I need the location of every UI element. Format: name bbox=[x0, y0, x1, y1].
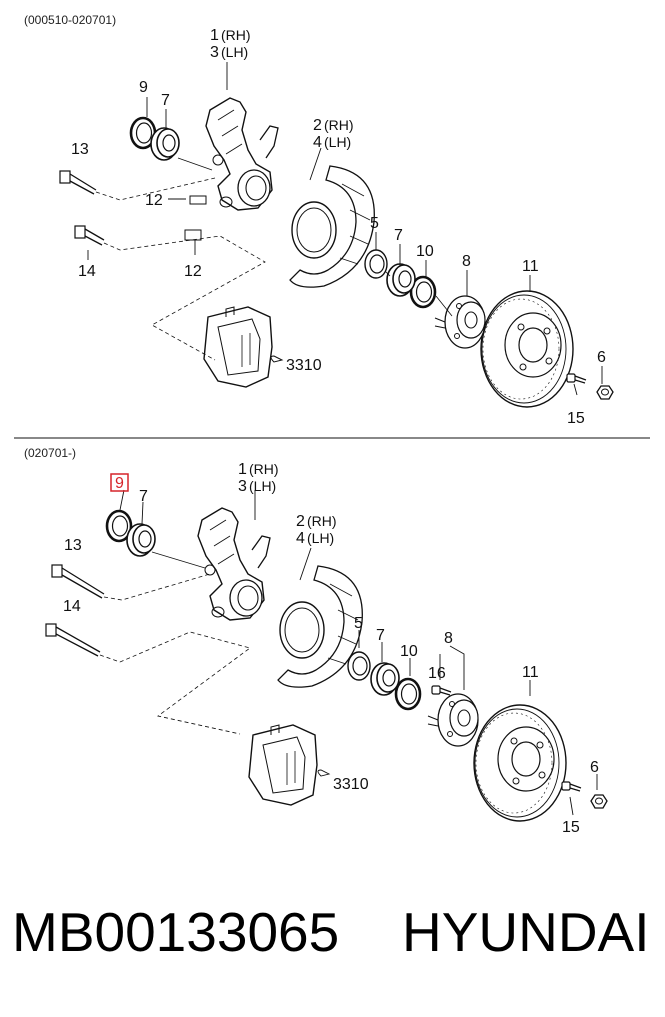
brake-disc-top bbox=[480, 290, 574, 408]
label-3-bottom: 3 bbox=[238, 478, 247, 495]
label-9-top: 9 bbox=[139, 79, 148, 96]
label-7a-top: 7 bbox=[161, 92, 170, 109]
bolt-16-bottom bbox=[431, 685, 452, 696]
label-rh-2-top: (RH) bbox=[324, 117, 354, 133]
label-9-highlighted: 9 bbox=[115, 475, 124, 492]
label-lh-4-bottom: (LH) bbox=[307, 530, 334, 546]
top-section: 1 (RH) 3 (LH) 2 (RH) 4 (LH) 9 7 13 12 14… bbox=[59, 27, 614, 427]
bolt-13-top bbox=[59, 170, 97, 195]
bearing-7b-bottom bbox=[126, 523, 156, 557]
label-11-bottom: 11 bbox=[522, 664, 539, 681]
label-8-top: 8 bbox=[462, 253, 471, 270]
label-lh-4-top: (LH) bbox=[324, 134, 351, 150]
top-range-label: (000510-020701) bbox=[24, 13, 117, 27]
label-2-top: 2 bbox=[313, 117, 322, 134]
label-6-top: 6 bbox=[597, 349, 606, 366]
label-3310-top: 3310 bbox=[286, 357, 322, 374]
label-rh-2-bottom: (RH) bbox=[307, 513, 337, 529]
label-rh-1-bottom: (RH) bbox=[249, 461, 279, 477]
label-8-bottom: 8 bbox=[444, 630, 453, 647]
bottom-section: 9 1 (RH) 3 (LH) 2 (RH) 4 (LH) 7 13 14 5 … bbox=[45, 461, 608, 836]
label-11-top: 11 bbox=[522, 258, 539, 275]
knuckle-bottom bbox=[197, 507, 271, 621]
label-7b-bottom: 7 bbox=[376, 627, 385, 644]
part-number: MB00133065 bbox=[12, 901, 340, 963]
label-16-bottom: 16 bbox=[428, 665, 446, 682]
hub-bottom bbox=[427, 693, 479, 747]
caliper-bottom bbox=[248, 724, 318, 806]
label-12a-top: 12 bbox=[145, 192, 163, 209]
label-10-bottom: 10 bbox=[400, 643, 418, 660]
label-4-bottom: 4 bbox=[296, 530, 305, 547]
label-lh-3-bottom: (LH) bbox=[249, 478, 276, 494]
label-15-top: 15 bbox=[567, 410, 585, 427]
label-3-top: 3 bbox=[210, 44, 219, 61]
bearing-7-bottom bbox=[370, 662, 400, 696]
label-13-bottom: 13 bbox=[64, 537, 82, 554]
ring-5-top bbox=[364, 249, 388, 279]
label-10-top: 10 bbox=[416, 243, 434, 260]
seal-10-bottom bbox=[394, 677, 422, 711]
bolt-14-top bbox=[74, 225, 105, 246]
label-lh-3-top: (LH) bbox=[221, 44, 248, 60]
brake-disc-bottom bbox=[473, 704, 567, 822]
label-13-top: 13 bbox=[71, 141, 89, 158]
label-15-bottom: 15 bbox=[562, 819, 580, 836]
label-5-bottom: 5 bbox=[354, 615, 363, 632]
nut-6-top bbox=[596, 385, 614, 400]
bolt-13-bottom bbox=[51, 564, 105, 599]
clip-12b-top bbox=[184, 229, 202, 241]
label-2-bottom: 2 bbox=[296, 513, 305, 530]
label-14-top: 14 bbox=[78, 263, 96, 280]
label-7b-top: 7 bbox=[394, 227, 403, 244]
brand-name: HYUNDAI bbox=[402, 901, 650, 963]
knuckle-top bbox=[205, 97, 279, 211]
dust-cover-top bbox=[289, 165, 376, 288]
nut-6-bottom bbox=[590, 794, 608, 809]
bolt-15-top bbox=[566, 373, 587, 384]
label-3310-bottom: 3310 bbox=[333, 776, 369, 793]
footer-caption: MB00133065 HYUNDAI bbox=[12, 905, 657, 977]
label-12b-top: 12 bbox=[184, 263, 202, 280]
bearing-7b-top bbox=[150, 127, 180, 161]
highlight-box-9 bbox=[110, 473, 129, 492]
bottom-range-label: (020701-) bbox=[24, 446, 77, 460]
label-4-top: 4 bbox=[313, 134, 322, 151]
label-1-top: 1 bbox=[210, 27, 219, 44]
label-1-bottom: 1 bbox=[238, 461, 247, 478]
label-6-bottom: 6 bbox=[590, 759, 599, 776]
bolt-15-bottom bbox=[561, 781, 582, 792]
label-rh-1-top: (RH) bbox=[221, 27, 251, 43]
clip-12a-top bbox=[189, 195, 207, 205]
caliper-top bbox=[203, 306, 273, 388]
label-7a-bottom: 7 bbox=[139, 488, 148, 505]
bolt-14-bottom bbox=[45, 623, 101, 657]
label-14-bottom: 14 bbox=[63, 598, 81, 615]
label-5-top: 5 bbox=[370, 215, 379, 232]
